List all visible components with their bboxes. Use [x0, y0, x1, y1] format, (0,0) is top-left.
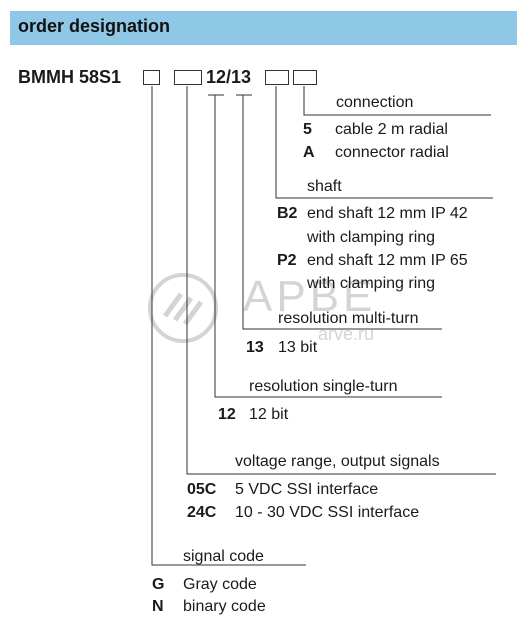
resolution-code: 12/13: [206, 67, 252, 87]
signal-title: signal code: [183, 548, 264, 565]
voltage-label-05c: 5 VDC SSI interface: [235, 481, 379, 498]
connection-label-a: connector radial: [335, 144, 449, 161]
shaft-code-p2: P2: [277, 252, 297, 269]
voltage-title: voltage range, output signals: [235, 453, 440, 470]
signal-code-g: G: [152, 576, 165, 593]
shaft-code-b2: B2: [277, 205, 298, 222]
watermark-text: APBE: [243, 272, 377, 321]
singleturn-code-12: 12: [218, 406, 236, 423]
signal-label-n: binary code: [183, 598, 266, 615]
shaft-label-p2-line1: end shaft 12 mm IP 65: [307, 252, 468, 269]
voltage-code-24c: 24C: [187, 504, 217, 521]
connection-title: connection: [336, 94, 414, 111]
section-header: order designation: [10, 11, 517, 45]
singleturn-label-12: 12 bit: [249, 406, 289, 423]
model-code: BMMH 58S1: [18, 67, 122, 87]
signal-code-box: [143, 70, 160, 85]
shaft-label-p2-line2: with clamping ring: [307, 275, 436, 292]
shaft-title: shaft: [307, 178, 342, 195]
shaft-label-b2-line1: end shaft 12 mm IP 42: [307, 205, 468, 222]
voltage-label-24c: 10 - 30 VDC SSI interface: [235, 504, 420, 521]
multiturn-label-13: 13 bit: [278, 339, 318, 356]
connection-box: [293, 70, 317, 85]
voltage-code-05c: 05C: [187, 481, 217, 498]
signal-label-g: Gray code: [183, 576, 257, 593]
multiturn-code-13: 13: [246, 339, 264, 356]
shaft-label-b2-line2: with clamping ring: [307, 229, 436, 246]
connection-code-a: A: [303, 144, 315, 161]
section-title: order designation: [18, 16, 171, 36]
shaft-box: [265, 70, 289, 85]
singleturn-title: resolution single-turn: [249, 378, 398, 395]
signal-code-n: N: [152, 598, 164, 615]
multiturn-title: resolution multi-turn: [278, 310, 419, 327]
watermark-logo-icon: [148, 273, 218, 343]
connection-label-5: cable 2 m radial: [335, 121, 448, 138]
voltage-range-box: [174, 70, 202, 85]
connection-code-5: 5: [303, 121, 312, 138]
